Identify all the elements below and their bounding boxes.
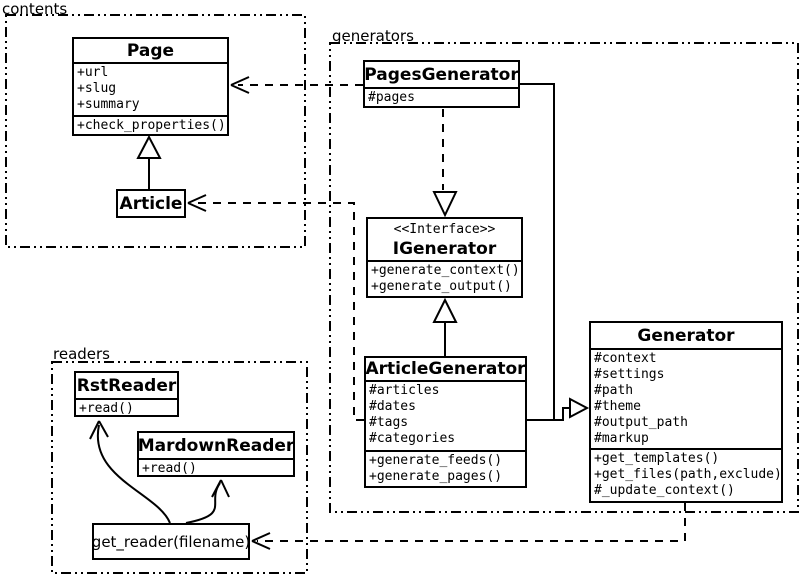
class-title: ArticleGenerator xyxy=(366,359,525,379)
interface-igenerator: <<Interface>> IGenerator +generate_conte… xyxy=(366,217,523,298)
class-page: Page +url +slug +summary +check_properti… xyxy=(72,37,229,136)
attribute: #output_path xyxy=(594,415,688,430)
class-pagesgenerator: PagesGenerator #pages xyxy=(363,60,520,108)
attribute: #theme xyxy=(594,399,641,414)
method: +check_properties() xyxy=(77,118,226,133)
package-border-readers xyxy=(51,361,308,574)
methods-compartment: +check_properties() xyxy=(74,115,227,134)
methods-compartment: +generate_context() +generate_output() xyxy=(368,260,521,296)
method: +get_templates() xyxy=(594,451,720,466)
edge-pagesgenerator-to-igenerator-realization xyxy=(432,109,458,218)
open-arrowhead-icon xyxy=(89,420,109,440)
class-generator: Generator #context #settings #path #them… xyxy=(589,321,783,503)
edge-article-to-page-inheritance xyxy=(136,134,162,189)
package-label-generators: generators xyxy=(332,27,414,45)
class-rstreader: RstReader +read() xyxy=(74,371,179,417)
attribute: #dates xyxy=(369,399,416,414)
methods-compartment: +read() xyxy=(76,398,177,415)
method: +generate_pages() xyxy=(369,469,503,484)
edge-articlegenerator-to-igenerator-inheritance xyxy=(432,297,458,356)
attribute: +summary xyxy=(77,97,140,112)
attribute: #path xyxy=(594,383,634,398)
stereotype-label: <<Interface>> xyxy=(393,222,496,237)
function-label: get_reader(filename) xyxy=(94,532,248,551)
edge-generators-to-generator-inheritance xyxy=(520,83,590,421)
class-mardownreader: MardownReader +read() xyxy=(137,431,295,477)
method: +read() xyxy=(142,461,197,475)
attribute: +slug xyxy=(77,81,117,96)
attributes-compartment: #context #settings #path #theme #output_… xyxy=(591,348,781,448)
method: +generate_feeds() xyxy=(369,453,503,468)
open-arrowhead-icon xyxy=(211,479,230,498)
attribute: #articles xyxy=(369,383,440,398)
edge-articlegenerator-to-article-dependency xyxy=(187,194,364,421)
method: #_update_context() xyxy=(594,483,735,498)
attribute: #context xyxy=(594,351,657,366)
edge-pagesgenerator-to-page-dependency xyxy=(230,76,363,94)
node-get-reader: get_reader(filename) xyxy=(92,523,250,560)
attribute: #markup xyxy=(594,431,649,446)
class-title: RstReader xyxy=(76,375,177,396)
method: +get_files(path,exclude) xyxy=(594,467,781,482)
edge-getreader-to-rstreader xyxy=(89,420,171,524)
attributes-compartment: #pages xyxy=(365,87,518,106)
attribute: #categories xyxy=(369,431,456,446)
class-title: IGenerator xyxy=(392,239,497,259)
edge-generator-to-getreader-dependency xyxy=(251,503,686,550)
hollow-triangle-icon xyxy=(432,191,458,218)
package-border-generators xyxy=(329,42,799,513)
class-title: MardownReader xyxy=(139,435,293,456)
methods-compartment: +read() xyxy=(139,458,293,475)
interface-header: <<Interface>> IGenerator xyxy=(368,219,521,260)
attribute: #pages xyxy=(368,90,415,105)
methods-compartment: +get_templates() +get_files(path,exclude… xyxy=(591,448,781,501)
package-label-readers: readers xyxy=(53,345,110,363)
package-border-contents xyxy=(5,14,306,248)
hollow-triangle-icon xyxy=(432,297,458,323)
class-title: Article xyxy=(119,193,183,214)
class-articlegenerator: ArticleGenerator #articles #dates #tags … xyxy=(364,356,527,488)
attribute: +url xyxy=(77,65,109,80)
class-title: Generator xyxy=(637,325,735,346)
method: +generate_context() xyxy=(371,263,520,278)
attributes-compartment: #articles #dates #tags #categories xyxy=(366,380,525,450)
attribute: #tags xyxy=(369,415,409,430)
methods-compartment: +generate_feeds() +generate_pages() xyxy=(366,450,525,486)
hollow-triangle-icon xyxy=(136,134,162,159)
open-arrowhead-icon xyxy=(230,76,250,94)
class-title: PagesGenerator xyxy=(365,64,518,85)
class-article: Article xyxy=(116,189,186,218)
package-label-contents: contents xyxy=(2,0,68,18)
class-title: Page xyxy=(126,40,175,61)
hollow-triangle-icon xyxy=(569,397,590,419)
attribute: #settings xyxy=(594,367,665,382)
method: +generate_output() xyxy=(371,279,512,294)
method: +read() xyxy=(79,401,134,415)
open-arrowhead-icon xyxy=(251,532,271,550)
edge-getreader-to-mardownreader xyxy=(185,479,230,524)
open-arrowhead-icon xyxy=(187,194,207,212)
attributes-compartment: +url +slug +summary xyxy=(74,62,227,115)
